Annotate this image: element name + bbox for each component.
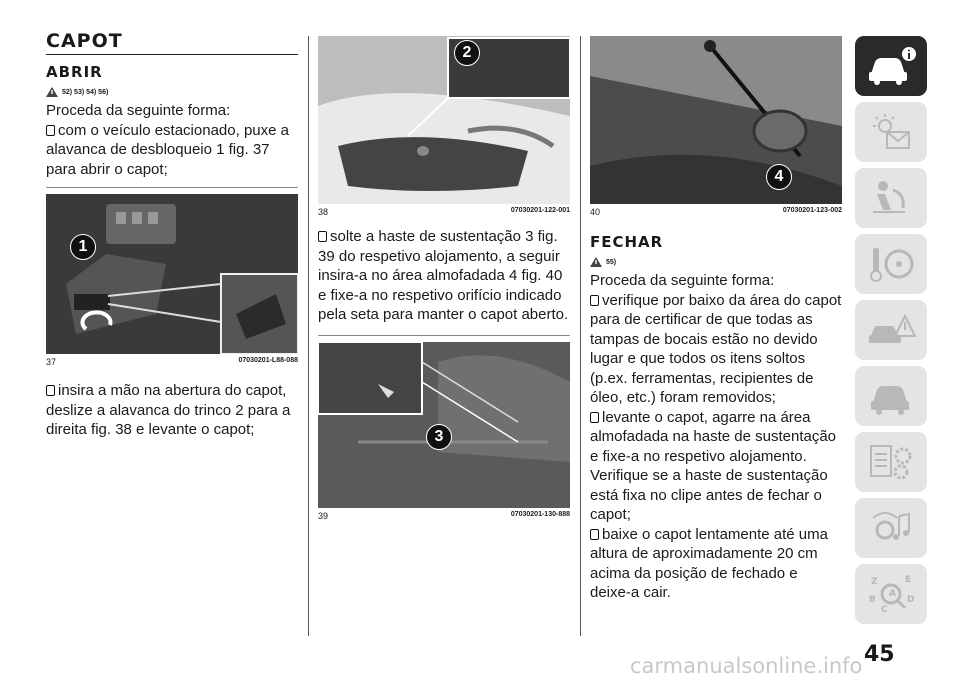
specs-gears-icon <box>870 445 912 480</box>
step-item: baixe o capot lentamente até uma altura … <box>590 525 842 603</box>
column-1: CAPOT ABRIR 52) 53) 54) 56) Proceda da s… <box>46 0 298 440</box>
hood-prop-rod-illustration <box>590 36 842 204</box>
warning-refs-text: 52) 53) 54) 56) <box>62 88 109 96</box>
svg-text:B: B <box>869 595 876 605</box>
svg-text:D: D <box>907 595 914 605</box>
step-item: insira a mão na abertura do capot, desli… <box>46 381 298 440</box>
warning-refs: 52) 53) 54) 56) <box>46 87 298 97</box>
checkbox-bullet-icon <box>46 124 55 136</box>
car-accident-icon <box>869 313 917 343</box>
tab-dashboard-lights[interactable] <box>855 102 927 162</box>
tab-car-accident[interactable] <box>855 300 927 360</box>
figure-number: 38 <box>318 207 329 217</box>
subsection-title-fechar: FECHAR <box>590 233 664 251</box>
figure-number: 37 <box>46 357 57 367</box>
step-item: com o veículo estacionado, puxe a alavan… <box>46 121 298 180</box>
step-item: solte a haste de sustentação 3 fig. 39 d… <box>318 227 570 325</box>
column-2: 2 38 07030201-122-001 solte a haste de s… <box>318 0 570 521</box>
car-info-icon <box>869 47 916 85</box>
intro-text: Proceda da seguinte forma: <box>46 102 231 119</box>
callout-3: 3 <box>426 423 452 450</box>
subsection-title-abrir: ABRIR <box>46 63 103 81</box>
title-rule <box>46 54 298 55</box>
figure-39-photo: 3 <box>318 341 570 508</box>
checkbox-bullet-icon <box>590 294 599 306</box>
figure-rule <box>46 187 298 188</box>
step-text: levante o capot, agarre na área almofada… <box>590 408 837 524</box>
intro-text: Proceda da seguinte forma: <box>590 272 775 289</box>
svg-text:A: A <box>889 589 896 599</box>
step-text: com o veículo estacionado, puxe a alavan… <box>46 121 289 178</box>
figure-38-caption: 38 07030201-122-001 <box>318 207 570 217</box>
figure-code: 07030201-122-001 <box>510 207 570 214</box>
column-3: 4 40 07030201-123-002 FECHAR 55) Proceda… <box>590 0 842 603</box>
figure-37-photo: 1 <box>46 194 298 354</box>
checkbox-bullet-icon <box>318 231 327 242</box>
step-text: verifique por baixo da área do capot par… <box>590 291 842 407</box>
figure-39-caption: 39 07030201-130-888 <box>318 511 570 521</box>
column-divider <box>308 36 309 636</box>
section-title: CAPOT <box>46 30 123 52</box>
car-maintenance-icon <box>871 386 909 415</box>
step-text: baixe o capot lentamente até uma altura … <box>590 525 828 602</box>
tab-specs-gears[interactable] <box>855 432 927 492</box>
svg-text:E: E <box>905 575 911 585</box>
step-item: verifique por baixo da área do capot par… <box>590 291 842 408</box>
tab-multimedia[interactable] <box>855 498 927 558</box>
figure-37-caption: 37 07030201-L88-088 <box>46 357 298 367</box>
warning-triangle-icon <box>46 87 58 97</box>
callout-4: 4 <box>766 164 792 190</box>
watermark: carmanualsonline.info <box>630 654 863 678</box>
airbag-seat-icon <box>873 181 905 213</box>
figure-number: 40 <box>590 207 601 217</box>
tab-airbag-seat[interactable] <box>855 168 927 228</box>
svg-text:Z: Z <box>871 577 878 587</box>
figure-code: 07030201-L88-088 <box>238 357 298 364</box>
figure-rule <box>318 334 570 336</box>
callout-1: 1 <box>70 234 96 260</box>
warning-refs: 55) <box>590 257 842 267</box>
figure-code: 07030201-130-888 <box>510 510 570 518</box>
figure-number: 39 <box>318 510 329 521</box>
page-number: 45 <box>864 642 895 667</box>
car-front-illustration <box>318 36 570 204</box>
warning-triangle-icon <box>590 257 602 267</box>
step-text: insira a mão na abertura do capot, desli… <box>46 382 291 438</box>
column-divider <box>580 36 581 636</box>
callout-2: 2 <box>454 40 480 66</box>
tab-car-info[interactable] <box>855 36 927 96</box>
step-item: levante o capot, agarre na área almofada… <box>590 408 842 525</box>
dashboard-lights-icon <box>873 114 910 149</box>
dashboard-lever-illustration <box>46 194 298 354</box>
index-az-icon: Z EA BC D <box>869 575 914 615</box>
figure-38-photo: 2 <box>318 36 570 204</box>
checkbox-bullet-icon <box>46 385 55 396</box>
multimedia-icon <box>872 512 910 540</box>
step-text: solte a haste de sustentação 3 fig. 39 d… <box>318 228 569 323</box>
checkbox-bullet-icon <box>590 528 599 540</box>
engine-bay-illustration <box>318 341 570 508</box>
warning-refs-text: 55) <box>606 258 617 266</box>
svg-text:C: C <box>881 605 888 615</box>
key-steering-wheel-icon <box>870 248 914 282</box>
tab-car-maintenance[interactable] <box>855 366 927 426</box>
tab-key-steering[interactable] <box>855 234 927 294</box>
figure-40-caption: 40 07030201-123-002 <box>590 207 842 217</box>
figure-40-photo: 4 <box>590 36 842 204</box>
figure-code: 07030201-123-002 <box>782 207 842 214</box>
checkbox-bullet-icon <box>590 411 599 423</box>
